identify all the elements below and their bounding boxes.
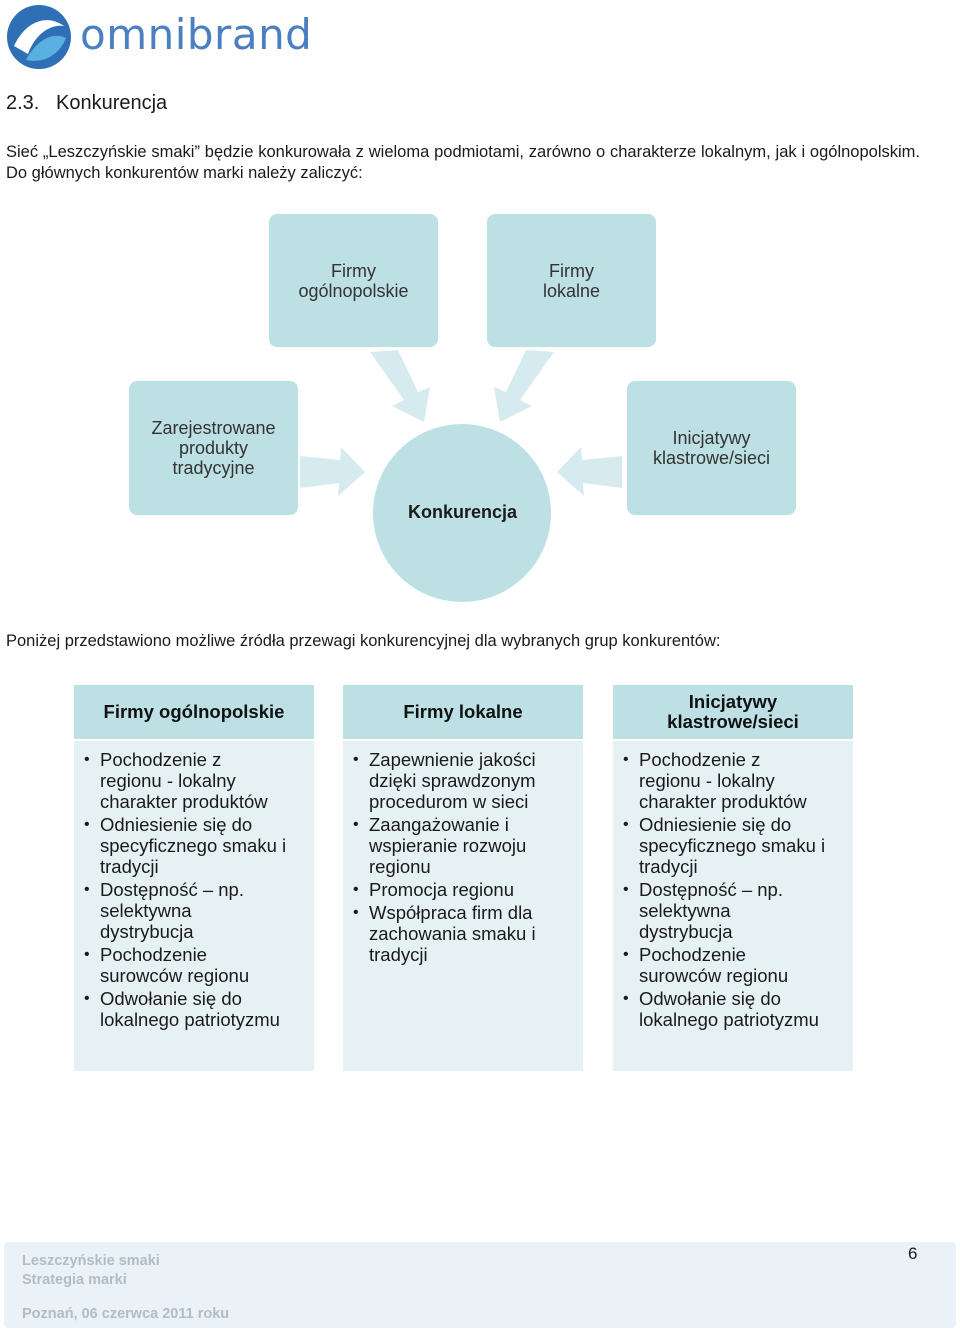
list-item: Pochodzenie z regionu - lokalny charakte… (84, 749, 285, 812)
footer-date: Poznań, 06 czerwca 2011 roku (22, 1306, 230, 1322)
node-label: Zarejestrowane produkty tradycyjne (151, 418, 276, 478)
list-item: Dostępność – np. selektywna dystrybucja (623, 879, 799, 942)
list-item: Współpraca firm dla zachowania smaku i t… (353, 902, 559, 965)
column-title: Firmy lokalne (343, 685, 583, 741)
column-title: Firmy ogólnopolskie (74, 685, 314, 741)
arrow-from-top-right (494, 350, 554, 422)
list-item: Odniesienie się do specyficznego smaku i… (84, 814, 300, 877)
list-item: Odwołanie się do lokalnego patriotyzmu (623, 988, 844, 1030)
brand-name: omnibrand (80, 10, 313, 59)
footer-brand: Leszczyńskie smaki (22, 1253, 160, 1269)
column-title: Inicjatywy klastrowe/sieci (613, 685, 853, 741)
page-number: 6 (908, 1244, 918, 1263)
page-footer: Leszczyńskie smaki Strategia marki Pozna… (4, 1242, 956, 1328)
arrow-from-right (557, 447, 622, 496)
brand-logo: omnibrand (4, 2, 312, 72)
arrow-from-top-left (370, 350, 430, 422)
list-item: Promocja regionu (353, 879, 559, 900)
node-inicjatywy-klastrowe: Inicjatywy klastrowe/sieci (627, 381, 796, 515)
diagram-graphics (300, 350, 622, 602)
logo-mark-icon (7, 5, 71, 69)
advantage-list: Zapewnienie jakości dzięki sprawdzonym p… (343, 749, 583, 965)
section-title: Konkurencja (56, 92, 168, 114)
list-item: Odniesienie się do specyficznego smaku i… (623, 814, 839, 877)
list-item: Pochodzenie surowców regionu (84, 944, 270, 986)
node-label: Inicjatywy klastrowe/sieci (652, 428, 771, 468)
column-firmy-lokalne: Firmy lokalne Zapewnienie jakości dzięki… (343, 685, 583, 1071)
list-item: Zapewnienie jakości dzięki sprawdzonym p… (353, 749, 559, 812)
node-produkty-tradycyjne: Zarejestrowane produkty tradycyjne (129, 381, 298, 515)
list-item: Pochodzenie surowców regionu (623, 944, 809, 986)
node-firmy-lokalne: Firmy lokalne (487, 214, 656, 347)
column-inicjatywy-klastrowe: Inicjatywy klastrowe/sieci Pochodzenie z… (613, 685, 853, 1071)
list-item: Pochodzenie z regionu - lokalny charakte… (623, 749, 824, 812)
node-label: Firmy lokalne (542, 260, 601, 301)
column-firmy-ogolnopolskie: Firmy ogólnopolskie Pochodzenie z region… (74, 685, 314, 1071)
node-label: Firmy ogólnopolskie (298, 260, 409, 301)
footer-document: Strategia marki (22, 1272, 127, 1288)
advantage-list: Pochodzenie z regionu - lokalny charakte… (613, 749, 853, 1030)
list-item: Zaangażowanie i wspieranie rozwoju regio… (353, 814, 549, 877)
arrow-from-left (300, 447, 365, 496)
center-circle (373, 424, 551, 602)
advantage-list: Pochodzenie z regionu - lokalny charakte… (74, 749, 314, 1030)
node-firmy-ogolnopolskie: Firmy ogólnopolskie (269, 214, 438, 347)
section-number: 2.3. (6, 92, 40, 114)
center-label: Konkurencja (407, 502, 518, 522)
list-item: Odwołanie się do lokalnego patriotyzmu (84, 988, 305, 1030)
section-heading: 2.3. Konkurencja (6, 92, 167, 115)
subintro-paragraph: Poniżej przedstawiono możliwe źródła prz… (6, 632, 721, 650)
intro-paragraph: Sieć „Leszczyńskie smaki” będzie konkuro… (6, 143, 920, 182)
list-item: Dostępność – np. selektywna dystrybucja (84, 879, 260, 942)
